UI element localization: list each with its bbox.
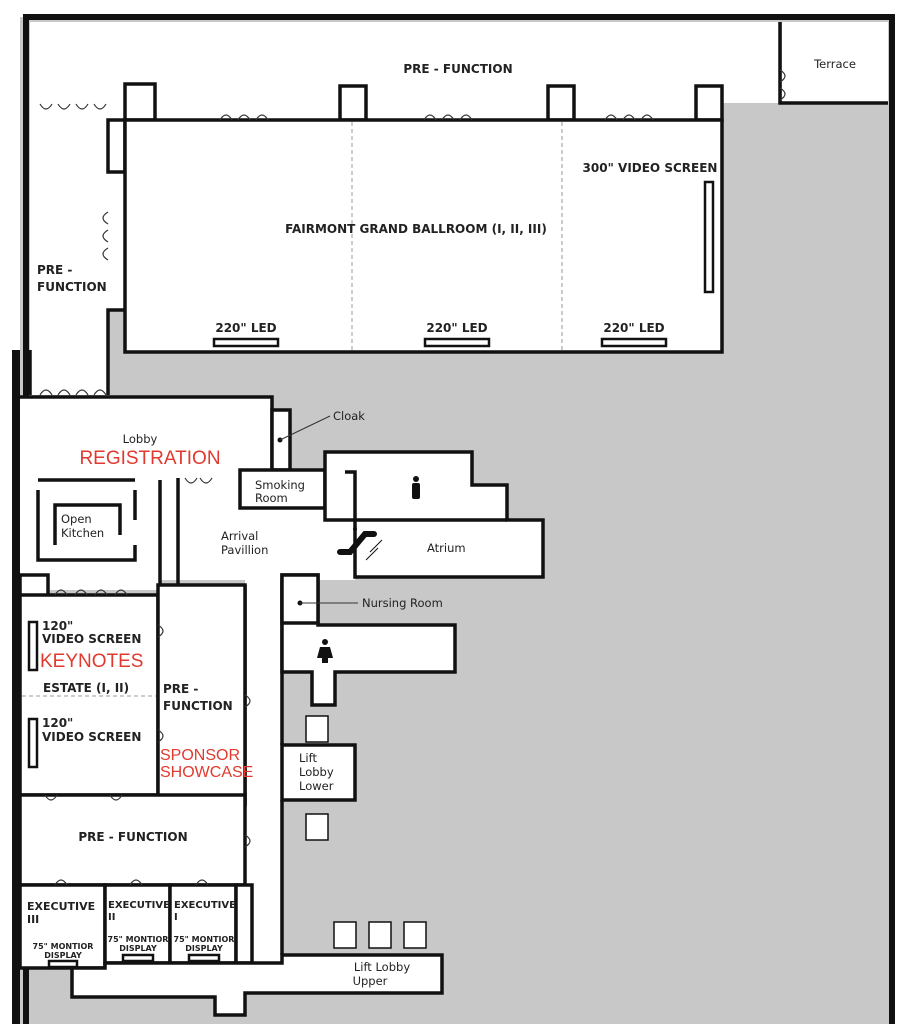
label-atrium: Atrium xyxy=(427,541,466,555)
label-screen: VIDEO SCREEN xyxy=(42,730,141,744)
pillar xyxy=(338,84,368,122)
pillar xyxy=(546,84,576,122)
label-monitor: 75" MONTIOR xyxy=(174,935,235,944)
executive-ii[interactable] xyxy=(103,883,172,965)
grand-ballroom[interactable] xyxy=(123,118,724,354)
label-lift-lobby-lower: Lift xyxy=(299,751,317,765)
female-person-icon xyxy=(317,639,333,663)
door-icons xyxy=(39,69,786,396)
monitor-display xyxy=(47,959,79,969)
label-nursing-room: Nursing Room xyxy=(362,596,443,610)
label-ballroom: FAIRMONT GRAND BALLROOM (I, II, III) xyxy=(285,222,547,236)
door-icons xyxy=(44,589,251,848)
led-screen xyxy=(212,337,280,348)
executive-i[interactable] xyxy=(168,883,238,965)
wall xyxy=(158,478,180,590)
label-lift-lobby-lower: Lobby xyxy=(299,765,334,779)
label-executive-i: EXECUTIVE xyxy=(174,900,236,911)
wall xyxy=(28,308,125,395)
label-ballroom-screen: 300" VIDEO SCREEN xyxy=(583,161,718,175)
video-screen-120 xyxy=(27,620,39,672)
lobby-area[interactable] xyxy=(20,397,272,475)
label-pre-function-mid: PRE - xyxy=(163,682,198,696)
label-screen: VIDEO SCREEN xyxy=(42,632,141,646)
label-led: 220" LED xyxy=(215,321,276,335)
wall xyxy=(345,470,507,522)
video-screen-300 xyxy=(703,180,715,294)
event-keynotes: KEYNOTES xyxy=(40,651,143,672)
event-sponsor-showcase: SPONSOR xyxy=(160,747,240,764)
monitor-display xyxy=(121,953,155,963)
monitor-display xyxy=(187,953,221,963)
lift-lobby-upper[interactable] xyxy=(70,953,444,1017)
pillar xyxy=(694,84,724,122)
label-pre-function-mid: FUNCTION xyxy=(163,699,233,713)
pre-function-mid[interactable] xyxy=(156,583,247,807)
label-pre-function-left: FUNCTION xyxy=(37,280,107,294)
terrace-area[interactable] xyxy=(782,22,888,102)
lift-lobby-lower[interactable] xyxy=(280,743,357,802)
label-executive-iii: III xyxy=(27,913,39,926)
label-arrival-pavillion: Pavillion xyxy=(221,543,268,557)
label-estate: ESTATE (I, II) xyxy=(43,681,129,695)
elevator-icons xyxy=(305,715,427,949)
label-executive-ii: EXECUTIVE xyxy=(108,900,170,911)
label-lift-lobby-upper: Upper xyxy=(353,974,388,988)
label-screen: 120" xyxy=(42,619,73,633)
door-icon xyxy=(184,477,213,484)
label-lobby: Lobby xyxy=(123,432,158,446)
label-pre-function-lower: PRE - FUNCTION xyxy=(78,830,187,844)
label-executive-i: I xyxy=(174,912,178,923)
escalator-icon xyxy=(337,527,383,561)
cloak-leader xyxy=(279,415,331,441)
label-screen: 120" xyxy=(42,716,73,730)
label-executive-ii: II xyxy=(108,912,115,923)
event-sponsor-showcase: SHOWCASE xyxy=(160,764,253,781)
label-open-kitchen: Kitchen xyxy=(61,526,104,540)
service-room xyxy=(234,883,254,965)
label-arrival-pavillion: Arrival xyxy=(221,529,258,543)
label-terrace: Terrace xyxy=(813,57,856,71)
led-screen xyxy=(423,337,491,348)
pre-function-lower[interactable] xyxy=(18,793,247,887)
label-monitor: DISPLAY xyxy=(44,951,82,960)
label-led: 220" LED xyxy=(426,321,487,335)
terrace-wall xyxy=(778,22,888,105)
label-smoking-room: Smoking xyxy=(255,478,305,492)
led-screen xyxy=(600,337,668,348)
label-monitor: DISPLAY xyxy=(119,944,157,953)
label-monitor: 75" MONTIOR xyxy=(33,942,94,951)
label-monitor: 75" MONTIOR xyxy=(108,935,169,944)
pre-function-top-area[interactable] xyxy=(30,22,780,395)
pillar xyxy=(106,118,127,174)
label-open-kitchen: Open xyxy=(61,512,92,526)
label-lift-lobby-lower: Lower xyxy=(299,779,334,793)
estate-room[interactable] xyxy=(18,593,160,797)
label-cloak: Cloak xyxy=(333,409,365,423)
label-led: 220" LED xyxy=(603,321,664,335)
open-kitchen-walls xyxy=(36,478,137,562)
label-executive-iii: EXECUTIVE xyxy=(27,900,95,913)
label-pre-function-left: PRE - xyxy=(37,263,72,277)
person-icon xyxy=(412,476,420,499)
door-icons xyxy=(54,879,209,886)
nursing-room[interactable] xyxy=(280,573,320,625)
label-lift-lobby-upper: Lift Lobby xyxy=(354,960,410,974)
label-pre-function-top: PRE - FUNCTION xyxy=(403,62,512,76)
label-monitor: DISPLAY xyxy=(185,944,223,953)
video-screen-120 xyxy=(27,717,39,769)
event-registration: REGISTRATION xyxy=(79,448,220,469)
atrium[interactable] xyxy=(323,450,545,579)
pillar xyxy=(123,82,157,122)
label-smoking-room: Room xyxy=(255,491,288,505)
